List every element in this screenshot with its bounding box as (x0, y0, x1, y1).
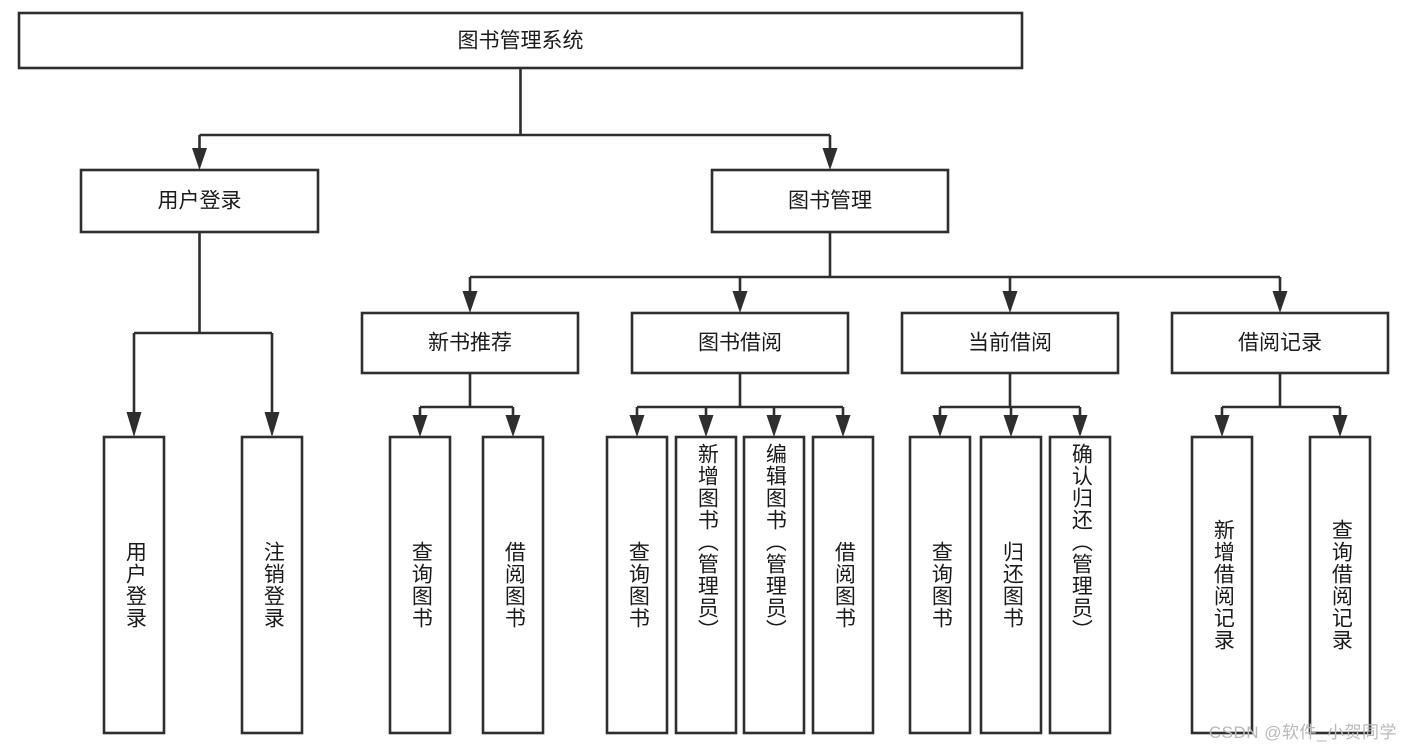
arrow-head-borrow-edit (766, 415, 782, 437)
leaf-box-records-query[interactable] (1308, 435, 1372, 735)
arrow-head-new-books (462, 291, 478, 313)
arrow-head-current-query (932, 415, 948, 437)
arrow-head-records-add (1214, 415, 1230, 437)
node-label-borrow-records: 借阅记录 (1238, 332, 1322, 355)
node-box-root[interactable] (17, 11, 1024, 70)
leaf-box-borrow-add[interactable] (674, 435, 738, 735)
arrow-head-leaf-logout (264, 412, 280, 437)
node-box-book-management[interactable] (710, 168, 950, 234)
arrow-head-borrow-add (698, 415, 714, 437)
node-label-user-login: 用户登录 (158, 190, 242, 213)
arrow-head-current-return (1003, 415, 1019, 437)
connector-group-borrow (629, 373, 851, 437)
arrow-head-leaf-user-login (126, 412, 142, 437)
node-label-book-management: 图书管理 (788, 190, 872, 213)
leaf-box-borrow-lend[interactable] (811, 435, 875, 735)
connector-group-user-login (126, 232, 280, 437)
arrow-head-current-confirm (1072, 415, 1088, 437)
arrow-head-borrow (732, 291, 748, 313)
leaf-box-borrow-edit[interactable] (742, 435, 806, 735)
leaf-box-newbooks-borrow[interactable] (481, 435, 545, 735)
leaf-box-records-add[interactable] (1190, 435, 1254, 735)
node-label-root: 图书管理系统 (458, 30, 584, 53)
connector-group-new-books (412, 373, 521, 437)
leaf-box-current-confirm[interactable] (1048, 435, 1112, 735)
arrow-head-newbooks-query (412, 415, 428, 437)
leaf-box-current-return[interactable] (979, 435, 1043, 735)
arrow-head-user-login (192, 148, 207, 170)
node-label-book-borrow: 图书借阅 (698, 332, 782, 355)
arrow-head-book-mgmt (822, 148, 838, 170)
leaf-box-borrow-query[interactable] (605, 435, 669, 735)
connector-group-current-borrow (932, 373, 1088, 437)
arrow-head-borrow-lend (835, 415, 851, 437)
node-box-new-book-recommend[interactable] (360, 311, 580, 375)
arrow-head-records-query (1332, 415, 1348, 437)
leaf-box-logout[interactable] (240, 435, 304, 735)
node-box-book-borrow[interactable] (630, 311, 850, 375)
leaf-box-user-login[interactable] (102, 435, 166, 735)
node-box-borrow-records[interactable] (1170, 311, 1390, 375)
node-box-user-login[interactable] (79, 168, 320, 234)
connector-group-root (192, 68, 838, 170)
node-label-current-borrow: 当前借阅 (968, 332, 1052, 355)
arrow-head-records (1272, 291, 1288, 313)
leaf-box-current-query[interactable] (908, 435, 972, 735)
connector-group-records (1214, 373, 1348, 437)
node-label-new-book-recommend: 新书推荐 (428, 332, 512, 355)
arrow-head-borrow-query (629, 415, 645, 437)
connector-group-book-mgmt (462, 232, 1288, 313)
node-box-current-borrow[interactable] (900, 311, 1120, 375)
arrow-head-newbooks-borrow (505, 415, 521, 437)
leaf-box-newbooks-query[interactable] (388, 435, 452, 735)
csdn-watermark: CSDN @软件_小贺同学 (1208, 723, 1397, 742)
arrow-head-current-borrow (1002, 291, 1018, 313)
